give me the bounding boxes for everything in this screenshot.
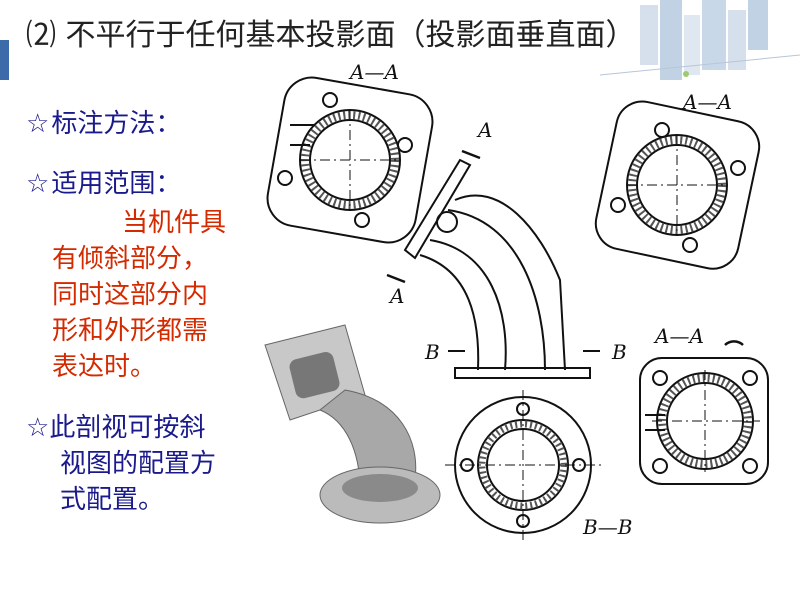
flange-view-top-right xyxy=(594,100,761,270)
text-line: 式配置。 xyxy=(60,485,165,515)
label-section-a-bottom-right: A—A xyxy=(655,324,704,348)
label-arrow-a-bottom: A xyxy=(390,284,405,308)
label-arrow-a-top: A xyxy=(478,118,493,142)
scope-description: 当机件具 有倾斜部分， 同时这部分内 形和外形都需 表达时。 xyxy=(52,205,252,385)
bullet-text: 适用范围： xyxy=(51,169,182,199)
label-section-a-top-right: A—A xyxy=(683,90,732,114)
flange-view-bottom xyxy=(445,390,601,540)
bullet-marking-method: ☆标注方法： xyxy=(26,103,181,140)
label-section-b-right: B xyxy=(612,340,627,364)
page-title: ⑵ 不平行于任何基本投影面（投影面垂直面） xyxy=(26,18,636,53)
star-icon: ☆ xyxy=(26,413,50,443)
view-arrangement-note: ☆此剖视可按斜 视图的配置方 式配置。 xyxy=(26,410,266,518)
label-section-b-b: B—B xyxy=(583,515,633,539)
text-line: 视图的配置方 xyxy=(60,449,217,479)
bullet-text: 标注方法： xyxy=(51,109,182,139)
city-buildings-icon xyxy=(599,0,800,80)
text-line: 表达时。 xyxy=(52,352,157,382)
text-line: 形和外形都需 xyxy=(52,316,209,346)
title-accent-bar xyxy=(0,40,9,80)
bent-pipe-section xyxy=(386,149,600,379)
text-line: 有倾斜部分， xyxy=(52,244,209,274)
bullet-scope: ☆适用范围： xyxy=(26,163,181,200)
label-section-a-top-left: A—A xyxy=(350,60,399,84)
text-line: 同时这部分内 xyxy=(52,280,209,310)
flange-view-bottom-right xyxy=(639,340,769,485)
flange-view-top-left xyxy=(266,76,434,244)
pipe-3d-render xyxy=(264,324,441,524)
star-icon: ☆ xyxy=(26,169,50,199)
text-line: ☆此剖视可按斜 xyxy=(26,413,206,443)
label-section-b-left: B xyxy=(425,340,440,364)
star-icon: ☆ xyxy=(26,109,50,139)
text-line: 当机件具 xyxy=(122,208,227,238)
